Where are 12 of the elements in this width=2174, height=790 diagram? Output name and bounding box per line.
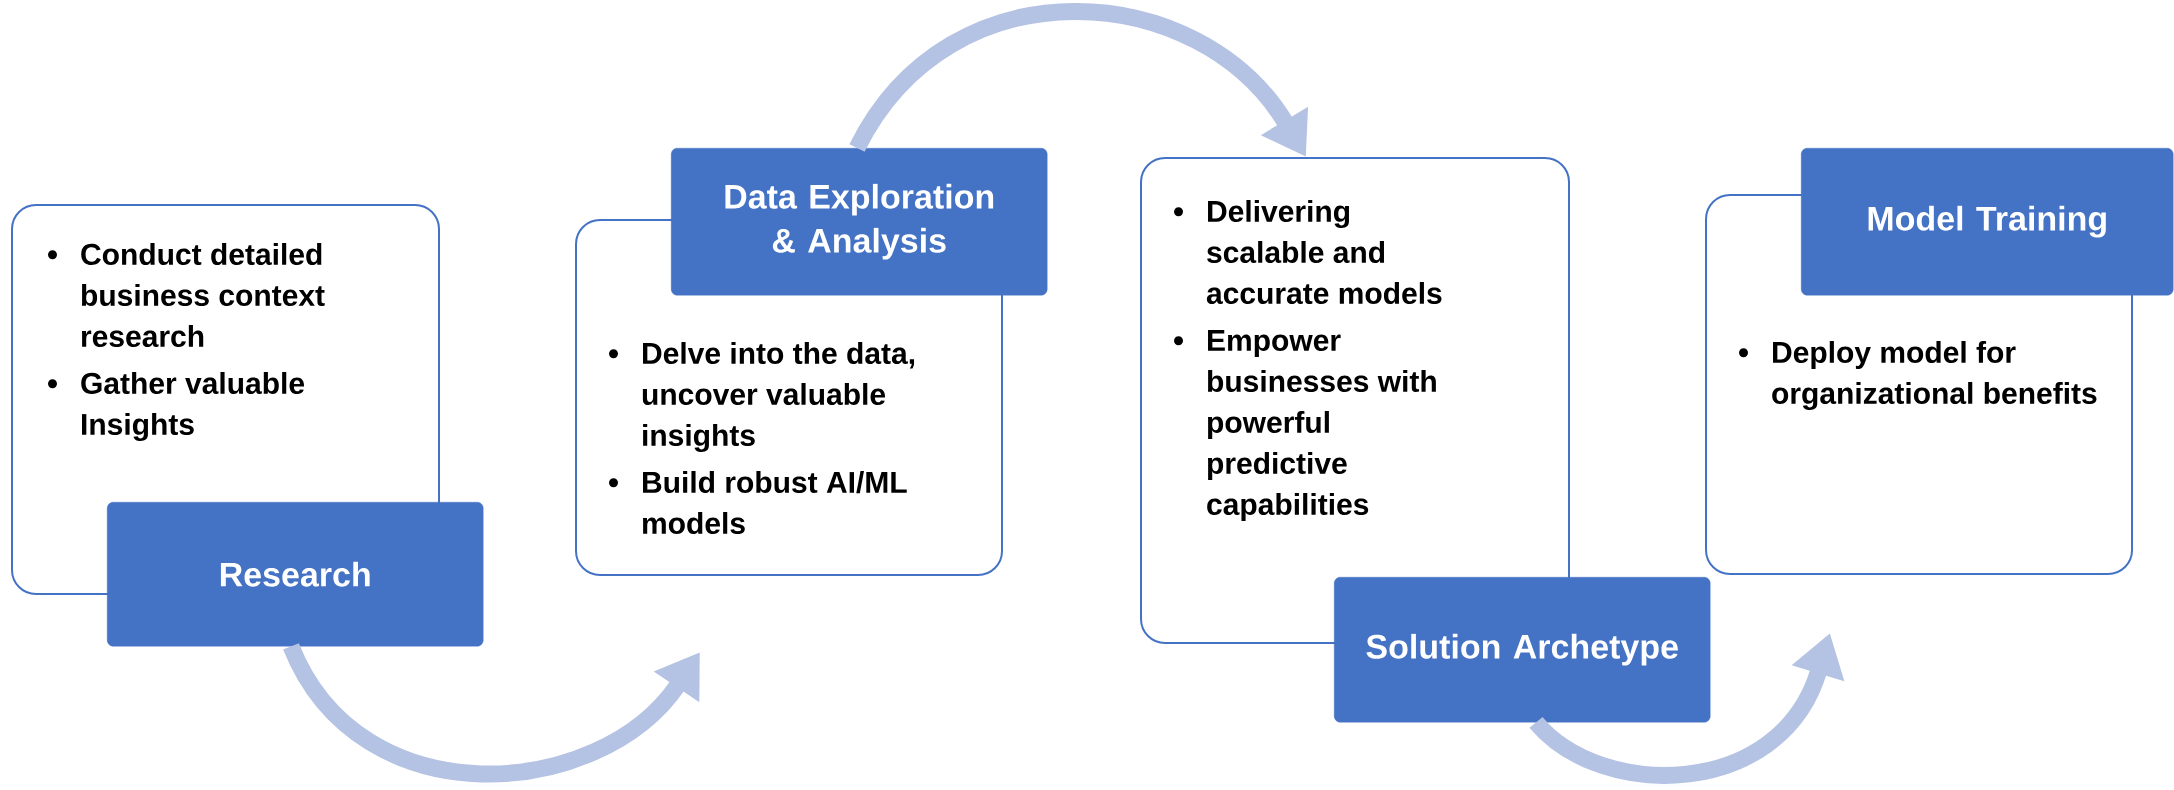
bullet-item: Delve into the data, uncover valuable insights — [609, 342, 915, 453]
curved-arrow — [283, 642, 700, 783]
title-box: Research — [107, 502, 484, 647]
bullet-item: Gather valuable Insights — [48, 372, 305, 442]
title-box: Model Training — [1801, 148, 2174, 296]
bullet-item: Empower businesses with powerful predictive capabilities — [1174, 330, 1436, 521]
title-box: Solution Archetype — [1334, 577, 1711, 723]
bullet-item: Deploy model for organizational benefits — [1739, 341, 2097, 411]
title-box: Data Exploration & Analysis — [671, 148, 1048, 296]
bullet-item: Delivering scalable and accurate models — [1174, 200, 1442, 305]
bullet-item: Conduct detailed business context research — [48, 243, 325, 348]
bullet-item: Build robust AI/ML models — [609, 471, 907, 535]
